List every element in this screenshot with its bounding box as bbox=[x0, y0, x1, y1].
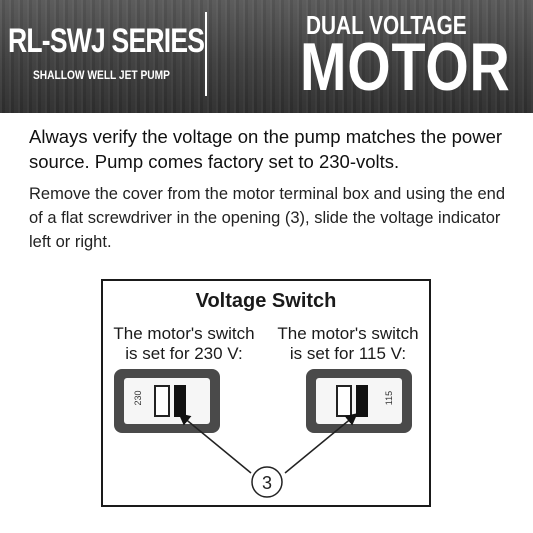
switch-115v-indicator bbox=[356, 385, 368, 417]
switch-230v-face: 230 bbox=[124, 378, 210, 424]
switch-115v-face: 115 bbox=[316, 378, 402, 424]
series-subtitle: SHALLOW WELL JET PUMP bbox=[33, 68, 170, 82]
left-switch-caption: The motor's switch is set for 230 V: bbox=[113, 324, 255, 363]
switch-230v-label: 230 bbox=[133, 390, 143, 406]
switch-115v: 115 bbox=[306, 369, 412, 433]
callout-circle bbox=[251, 466, 283, 498]
switch-230v: 230 bbox=[114, 369, 220, 433]
voltage-warning-text: Always verify the voltage on the pump ma… bbox=[29, 126, 503, 172]
motor-label: MOTOR bbox=[300, 29, 511, 105]
switch-115v-label: 115 bbox=[384, 390, 394, 406]
dual-voltage-label: DUAL VOLTAGE bbox=[306, 10, 467, 40]
header-banner: RL-SWJ SERIES SHALLOW WELL JET PUMP DUAL… bbox=[0, 0, 533, 113]
series-title: RL-SWJ SERIES bbox=[8, 22, 205, 60]
instructions-text: Remove the cover from the motor terminal… bbox=[29, 185, 505, 251]
header-divider bbox=[205, 12, 207, 96]
voltage-switch-diagram: Voltage Switch The motor's switch is set… bbox=[101, 279, 431, 507]
switch-230v-empty-slot bbox=[154, 385, 170, 417]
diagram-title: Voltage Switch bbox=[195, 290, 337, 312]
switch-230v-indicator bbox=[174, 385, 186, 417]
right-switch-caption: The motor's switch is set for 115 V: bbox=[277, 324, 419, 363]
switch-115v-empty-slot bbox=[336, 385, 352, 417]
callout-number: 3 bbox=[262, 473, 272, 493]
